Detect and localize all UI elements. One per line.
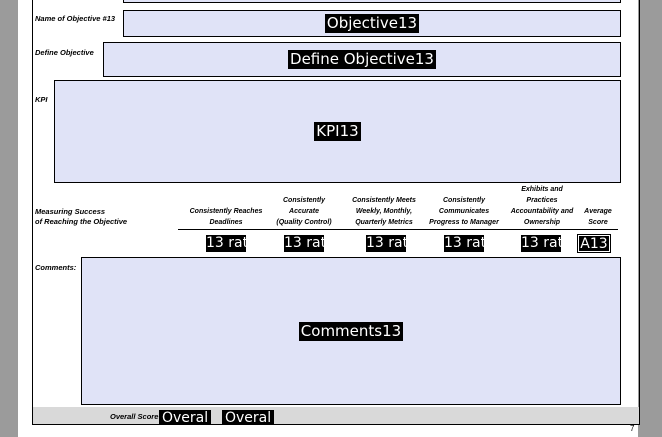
kpi-label: KPI: [35, 95, 48, 104]
header-underline: [178, 229, 618, 230]
header-line: Weekly, Monthly,: [355, 207, 413, 215]
form-frame: [32, 0, 640, 425]
header-line: Deadlines: [209, 218, 243, 226]
comments-label: Comments:: [35, 263, 77, 272]
define-objective-value: Define Objective13: [288, 50, 436, 69]
criterion-header-metrics: Consistently Meets Weekly, Monthly, Quar…: [344, 196, 424, 229]
header-line: Consistently: [282, 197, 325, 204]
objective-name-field[interactable]: Objective13: [123, 10, 621, 37]
overall-score-field-1[interactable]: Overal: [159, 410, 211, 424]
page-number: 7: [630, 424, 635, 433]
kpi-value: KPI13: [314, 122, 361, 141]
header-line: Score: [588, 218, 608, 226]
header-line: Quarterly Metrics: [355, 218, 413, 226]
header-line: Consistently Meets: [352, 197, 416, 204]
criterion-header-communicates: Consistently Communicates Progress to Ma…: [422, 196, 506, 229]
define-objective-label: Define Objective: [35, 48, 94, 57]
define-objective-field[interactable]: Define Objective13: [103, 42, 621, 77]
comments-field[interactable]: Comments13: [81, 257, 621, 405]
header-line: Accurate: [289, 207, 319, 215]
rating-accurate-field[interactable]: 13 rat: [284, 235, 324, 252]
rating-metrics-field[interactable]: 13 rat: [366, 235, 406, 252]
header-line: Progress to Manager: [429, 218, 499, 226]
header-line: (Quality Control): [276, 218, 332, 226]
measuring-line-1: Measuring Success: [35, 207, 106, 216]
header-line: Consistently: [442, 197, 485, 204]
overall-score-field-2[interactable]: Overal: [222, 410, 274, 424]
header-line: Practices: [526, 196, 558, 204]
criterion-header-deadlines: Consistently Reaches Deadlines: [178, 207, 274, 229]
header-line: Ownership: [523, 218, 561, 226]
criterion-header-accurate: Consistently Accurate (Quality Control): [266, 196, 342, 229]
header-line: Accountability and: [510, 207, 574, 215]
rating-communicates-field[interactable]: 13 rat: [444, 235, 484, 252]
rating-deadlines-field[interactable]: 13 rat: [206, 235, 246, 252]
measuring-line-2: of Reaching the Objective: [35, 216, 128, 226]
header-line: Consistently Reaches: [189, 208, 263, 215]
average-score-header: Average Score: [574, 207, 622, 229]
measuring-success-label: Measuring Success of Reaching the Object…: [35, 207, 127, 227]
rating-accountability-field[interactable]: 13 rat: [521, 235, 561, 252]
previous-field-edge: [123, 0, 621, 3]
comments-value: Comments13: [298, 321, 404, 341]
header-line: Communicates: [438, 207, 490, 215]
name-objective-label: Name of Objective #13: [35, 14, 116, 23]
kpi-field[interactable]: KPI13: [54, 80, 621, 183]
document-page: Name of Objective #13 Objective13 Define…: [18, 0, 640, 437]
overall-score-label: Overall Score: [110, 412, 159, 421]
header-line: Average: [584, 208, 612, 215]
objective-name-value: Objective13: [324, 14, 420, 33]
header-line: Exhibits and: [521, 186, 563, 193]
criterion-header-accountability: Exhibits and Practices Accountability an…: [504, 185, 580, 228]
average-score-field[interactable]: A13: [577, 234, 611, 253]
